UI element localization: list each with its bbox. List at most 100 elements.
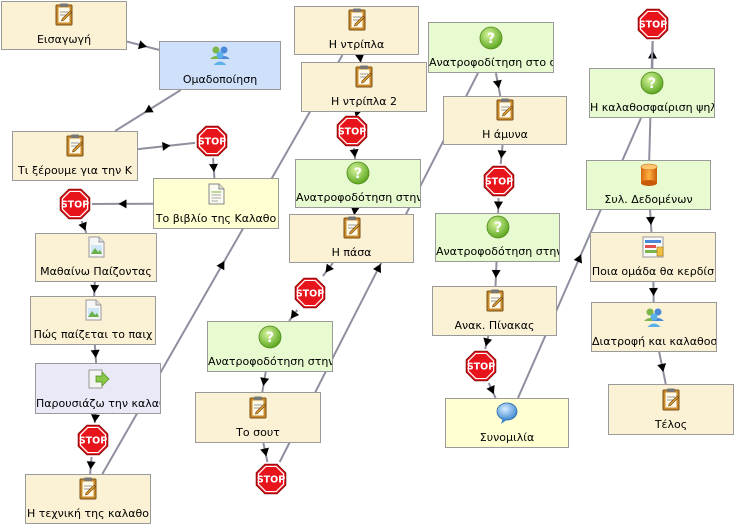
activity-node[interactable]: Πώς παίζεται το παιχ — [30, 296, 156, 345]
flow-arrowhead — [216, 261, 225, 271]
activity-node[interactable]: Εισαγωγή — [1, 1, 127, 50]
flow-arrowhead — [290, 309, 300, 319]
svg-text:STOP: STOP — [79, 436, 107, 447]
activity-node[interactable]: ? Ανατροφοδότηση στην — [435, 213, 560, 262]
activity-label: Ανατροφοδότηση στην — [436, 245, 559, 258]
activity-node[interactable]: Η ντρίπλα — [294, 6, 419, 55]
notepad-icon — [249, 396, 267, 419]
activity-node[interactable]: Συνομιλία — [445, 398, 569, 448]
activity-label: Η ντρίπλα 2 — [330, 95, 398, 108]
activity-node[interactable]: Διατροφή και καλαθοσ — [591, 302, 717, 352]
stop-sign-icon[interactable]: STOP — [636, 7, 670, 41]
activity-label: Ανατροφοδότηση στην — [208, 355, 332, 368]
flow-arrowhead — [646, 216, 655, 225]
notepad-icon — [343, 216, 360, 239]
flow-arrowhead — [138, 40, 147, 50]
activity-label: Η ντρίπλα — [328, 38, 385, 51]
question-icon: ? — [479, 26, 503, 50]
svg-text:STOP: STOP — [296, 289, 324, 300]
activity-node[interactable]: Η άμυνα — [443, 96, 567, 145]
question-icon: ? — [346, 161, 370, 185]
activity-label: Το βιβλίο της Καλαθο — [155, 212, 277, 225]
flow-arrowhead — [162, 141, 171, 151]
activity-node[interactable]: ? Ανατροφοδότηση στην — [295, 159, 421, 208]
activity-label: Η καλαθοσφαίριση ψηλ — [590, 101, 714, 114]
notepad-icon — [348, 8, 365, 31]
poll-icon — [642, 236, 664, 258]
flow-arrowhead — [493, 201, 503, 210]
activity-node[interactable]: Ομαδοποίηση — [159, 41, 281, 90]
svg-text:STOP: STOP — [257, 475, 285, 486]
flow-arrowhead — [349, 149, 359, 158]
flow-arrowhead — [497, 150, 507, 159]
flow-arrowhead — [657, 363, 667, 372]
flow-arrowhead — [491, 269, 501, 278]
flow-arrowhead — [78, 221, 87, 231]
flow-arrowhead — [90, 284, 100, 293]
stop-sign-icon[interactable]: STOP — [335, 114, 369, 148]
svg-text:STOP: STOP — [61, 200, 89, 211]
flow-arrowhead — [90, 414, 100, 423]
people-icon — [210, 46, 230, 65]
notepad-icon — [662, 388, 680, 411]
activity-node[interactable]: Παρουσιάζω την καλαθ — [35, 363, 161, 414]
flow-arrowhead — [86, 461, 96, 470]
activity-node[interactable]: ? Η καλαθοσφαίριση ψηλ — [589, 68, 715, 118]
flow-arrowhead — [90, 349, 100, 358]
activity-node[interactable]: Τι ξέρουμε για την Κ — [12, 131, 138, 181]
stop-sign-icon[interactable]: STOP — [195, 124, 229, 158]
activity-label: Πώς παίζεται το παιχ — [33, 328, 153, 341]
activity-node[interactable]: Η ντρίπλα 2 — [301, 62, 427, 112]
svg-text:?: ? — [487, 31, 495, 47]
flow-arrowhead — [573, 254, 583, 264]
activity-label: Ανατροφοδότηση στην — [296, 191, 420, 204]
stop-sign-icon[interactable]: STOP — [76, 423, 110, 457]
activity-label: Εισαγωγή — [36, 33, 92, 46]
svg-text:STOP: STOP — [198, 137, 226, 148]
activity-node[interactable]: Συλ. Δεδομένων — [586, 160, 711, 210]
activity-label: Η πάσα — [331, 246, 372, 259]
flow-arrowhead — [492, 79, 502, 89]
activity-node[interactable]: Το βιβλίο της Καλαθο — [153, 178, 279, 229]
stop-sign-icon[interactable]: STOP — [482, 164, 516, 198]
activity-label: Η άμυνα — [482, 128, 528, 141]
activity-node[interactable]: Η τεχνική της καλαθο — [25, 474, 151, 524]
svg-text:?: ? — [493, 220, 501, 236]
svg-text:STOP: STOP — [485, 177, 513, 188]
export-arrow-icon — [88, 369, 110, 389]
flow-arrowhead — [355, 53, 365, 63]
notepad-icon — [66, 134, 84, 157]
flow-arrowhead — [325, 263, 334, 273]
flow-arrowhead — [144, 104, 154, 113]
notepad-icon — [55, 3, 73, 26]
stop-sign-icon[interactable]: STOP — [293, 276, 327, 310]
notepad-icon — [355, 65, 373, 88]
svg-text:STOP: STOP — [639, 20, 667, 31]
stop-sign-icon[interactable]: STOP — [464, 349, 498, 383]
flow-arrowhead — [483, 337, 493, 347]
people-icon — [644, 308, 664, 327]
stop-sign-icon[interactable]: STOP — [58, 187, 92, 221]
activity-node[interactable]: Το σουτ — [195, 392, 321, 443]
flow-arrowhead — [208, 163, 218, 172]
activity-label: Ανατροφοδίτηση στο σ — [429, 56, 553, 69]
flow-arrowhead — [260, 447, 269, 457]
activity-label: Παρουσιάζω την καλαθ — [36, 397, 160, 410]
activity-node[interactable]: Ανακ. Πίνακας — [432, 286, 557, 336]
flow-arrowhead — [373, 263, 382, 274]
stop-sign-icon[interactable]: STOP — [254, 462, 288, 496]
activity-node[interactable]: ?Ανατροφοδότηση στην — [207, 321, 333, 372]
activity-node[interactable]: Μαθαίνω Παίζοντας — [35, 233, 157, 282]
flow-arrowhead — [118, 199, 127, 209]
question-icon: ? — [640, 71, 664, 95]
activity-node[interactable]: Τέλος — [608, 384, 734, 435]
question-icon: ? — [486, 215, 509, 239]
activity-node[interactable]: Η πάσα — [289, 214, 414, 263]
image-icon — [88, 236, 105, 258]
activity-node[interactable]: Ποια ομάδα θα κερδίσ — [590, 232, 716, 282]
flow-arrowhead — [350, 206, 360, 215]
activity-node[interactable]: ? Ανατροφοδίτηση στο σ — [428, 22, 554, 73]
notepad-icon — [79, 477, 97, 500]
activity-label: Τι ξέρουμε για την Κ — [18, 164, 132, 177]
